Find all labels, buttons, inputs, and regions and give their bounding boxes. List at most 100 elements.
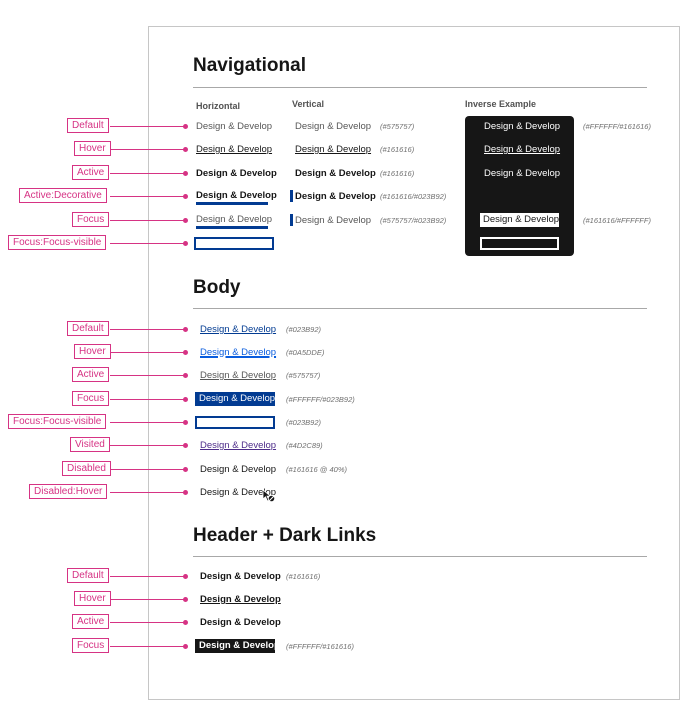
annotation-dot bbox=[183, 490, 188, 495]
header-link[interactable]: Design & Develop bbox=[200, 594, 281, 605]
hex-value: (#575757) bbox=[286, 371, 321, 380]
nav-link-horizontal[interactable]: Design & Develop bbox=[196, 214, 273, 225]
annotation-label: Hover bbox=[74, 344, 111, 359]
annotation-dot bbox=[183, 574, 188, 579]
annotation-label: Default bbox=[67, 118, 109, 133]
column-header-horizontal: Horizontal bbox=[196, 101, 240, 111]
section-divider bbox=[193, 556, 647, 557]
section-title-navigational: Navigational bbox=[193, 55, 306, 76]
annotation-label: Active bbox=[72, 165, 110, 180]
annotation-leader bbox=[110, 422, 186, 423]
annotation-dot bbox=[183, 327, 188, 332]
section-divider bbox=[193, 87, 647, 88]
annotation-label: Focus bbox=[72, 638, 110, 653]
annotation-label: Active bbox=[72, 614, 110, 629]
not-allowed-cursor-icon bbox=[262, 489, 276, 503]
hex-value: (#161616 @ 40%) bbox=[286, 465, 347, 474]
nav-link-inverse[interactable]: Design & Develop bbox=[484, 121, 561, 132]
annotation-label: Focus bbox=[72, 391, 110, 406]
body-link[interactable]: Design & Develop bbox=[200, 324, 277, 335]
annotation-label: Focus:Focus-visible bbox=[8, 414, 107, 429]
nav-link-vertical[interactable]: Design & Develop bbox=[295, 215, 372, 226]
nav-link-horizontal[interactable]: Design & Develop bbox=[196, 144, 273, 155]
hex-value: (#575757) bbox=[380, 122, 415, 131]
annotation-leader bbox=[110, 492, 186, 493]
hex-value: (#4D2C89) bbox=[286, 441, 323, 450]
hex-value: (#161616) bbox=[286, 572, 321, 581]
annotation-leader bbox=[110, 243, 186, 244]
annotation-label: Active:Decorative bbox=[19, 188, 107, 203]
annotation-leader bbox=[110, 646, 186, 647]
annotation-label: Disabled:Hover bbox=[29, 484, 108, 499]
hex-value: (#023B92) bbox=[286, 418, 322, 427]
nav-link-vertical[interactable]: Design & Develop bbox=[295, 191, 376, 202]
column-header-inverse: Inverse Example bbox=[465, 99, 537, 109]
focus-highlight bbox=[195, 639, 275, 653]
hex-value: (#023B92) bbox=[286, 325, 322, 334]
body-link[interactable]: Design & Develop bbox=[200, 370, 277, 381]
annotation-dot bbox=[183, 397, 188, 402]
annotation-label: Default bbox=[67, 568, 109, 583]
section-divider bbox=[193, 308, 647, 309]
spec-card bbox=[148, 26, 680, 700]
annotation-dot bbox=[183, 597, 188, 602]
nav-link-horizontal[interactable]: Design & Develop bbox=[196, 121, 273, 132]
annotation-label: Active bbox=[72, 367, 110, 382]
body-link-disabled: Design & Develop bbox=[200, 487, 277, 498]
annotation-dot bbox=[183, 124, 188, 129]
annotation-dot bbox=[183, 218, 188, 223]
annotation-leader bbox=[110, 149, 186, 150]
header-link[interactable]: Design & Develop bbox=[200, 617, 281, 628]
annotation-dot bbox=[183, 350, 188, 355]
annotation-label: Visited bbox=[70, 437, 110, 452]
annotation-dot bbox=[183, 147, 188, 152]
annotation-leader bbox=[110, 375, 186, 376]
annotation-dot bbox=[183, 420, 188, 425]
hex-value-inverse: (#FFFFFF/#161616) bbox=[583, 122, 651, 131]
hex-value: (#161616) bbox=[380, 169, 415, 178]
nav-link-vertical[interactable]: Design & Develop bbox=[295, 121, 372, 132]
annotation-leader bbox=[110, 399, 186, 400]
annotation-dot bbox=[183, 467, 188, 472]
annotation-leader bbox=[110, 220, 186, 221]
header-link[interactable]: Design & Develop bbox=[200, 571, 281, 582]
annotation-leader bbox=[110, 469, 186, 470]
annotation-leader bbox=[110, 599, 186, 600]
annotation-label: Default bbox=[67, 321, 109, 336]
nav-link-horizontal[interactable]: Design & Develop bbox=[196, 168, 277, 179]
annotation-label: Hover bbox=[74, 591, 111, 606]
section-title-body: Body bbox=[193, 277, 241, 298]
nav-link-inverse[interactable]: Design & Develop bbox=[484, 168, 561, 179]
annotation-leader bbox=[110, 352, 186, 353]
focus-highlight bbox=[195, 392, 275, 406]
body-link[interactable]: Design & Develop bbox=[200, 347, 277, 358]
nav-link-vertical[interactable]: Design & Develop bbox=[295, 144, 372, 155]
nav-link-inverse[interactable]: Design & Develop bbox=[484, 144, 561, 155]
annotation-leader bbox=[110, 196, 186, 197]
active-left-bar-decoration bbox=[290, 190, 293, 202]
body-link[interactable]: Design & Develop bbox=[199, 393, 276, 404]
hex-value: (#161616) bbox=[380, 145, 415, 154]
body-link[interactable]: Design & Develop bbox=[200, 440, 277, 451]
annotation-leader bbox=[110, 173, 186, 174]
annotation-label: Disabled bbox=[62, 461, 111, 476]
hex-value: (#575757/#023B92) bbox=[380, 216, 447, 225]
annotation-label: Hover bbox=[74, 141, 111, 156]
hex-value-inverse: (#161616/#FFFFFF) bbox=[583, 216, 651, 225]
nav-link-inverse[interactable]: Design & Develop bbox=[483, 214, 560, 225]
focus-visible-outline[interactable] bbox=[195, 416, 275, 429]
annotation-dot bbox=[183, 194, 188, 199]
focus-visible-outline-inverse[interactable] bbox=[480, 237, 559, 250]
header-link[interactable]: Design & Develop bbox=[199, 640, 280, 651]
body-link-disabled: Design & Develop bbox=[200, 464, 277, 475]
focus-highlight-inverse bbox=[480, 213, 559, 227]
nav-link-vertical[interactable]: Design & Develop bbox=[295, 168, 376, 179]
focus-visible-outline[interactable] bbox=[194, 237, 274, 250]
active-underline-decoration bbox=[196, 202, 268, 205]
hex-value: (#0A5DDE) bbox=[286, 348, 325, 357]
annotation-dot bbox=[183, 443, 188, 448]
annotation-leader bbox=[110, 329, 186, 330]
nav-link-horizontal[interactable]: Design & Develop bbox=[196, 190, 277, 201]
focus-underline-decoration bbox=[196, 226, 268, 229]
section-title-header-dark-links: Header + Dark Links bbox=[193, 525, 377, 546]
